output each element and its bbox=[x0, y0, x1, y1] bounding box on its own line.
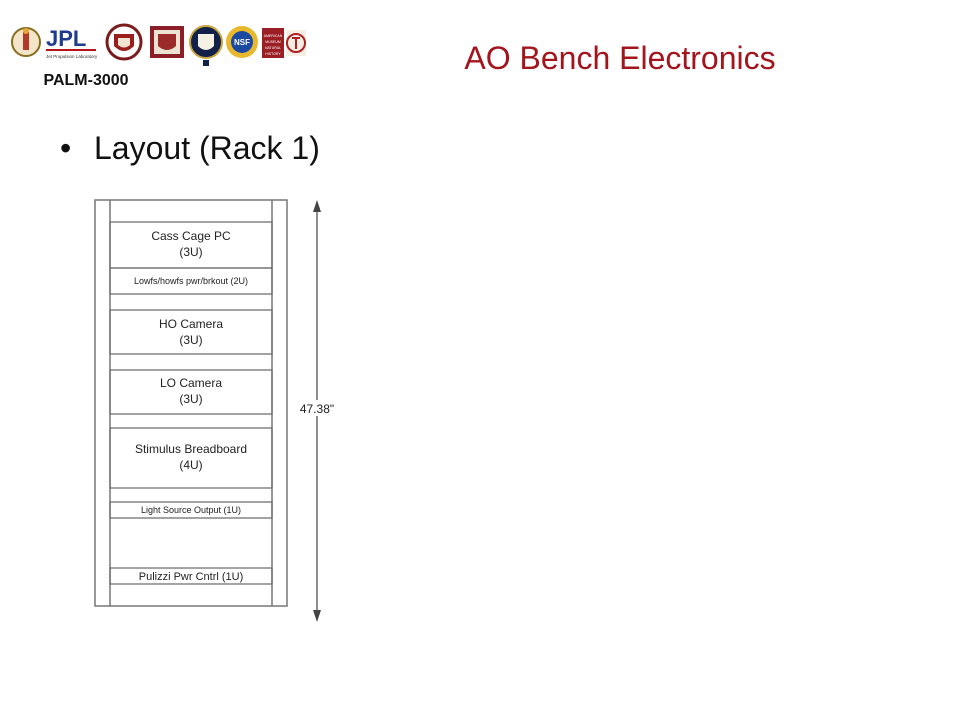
svg-text:MUSEUM: MUSEUM bbox=[265, 40, 281, 44]
slide-title: AO Bench Electronics bbox=[464, 40, 776, 76]
rack-height-label: 47.38" bbox=[300, 402, 334, 416]
unit-size: (4U) bbox=[179, 458, 202, 472]
unit-label: LO Camera bbox=[160, 376, 222, 390]
circle-logo-icon bbox=[286, 30, 306, 56]
seal-icon bbox=[150, 26, 184, 58]
amnh-logo: AMERICAN MUSEUM NATURAL HISTORY bbox=[262, 28, 284, 58]
bullet-item: • Layout (Rack 1) bbox=[60, 130, 320, 167]
bullet-icon: • bbox=[60, 130, 72, 166]
unit-size: (3U) bbox=[179, 392, 202, 406]
program-name: PALM-3000 bbox=[43, 72, 129, 89]
rack-unit-box bbox=[109, 267, 273, 295]
seal-icon bbox=[189, 25, 223, 66]
unit-label: Light Source Output (1U) bbox=[141, 505, 241, 515]
svg-text:NSF: NSF bbox=[234, 38, 250, 47]
logo-strip: JPL Jet Propulsion Laboratory NSF AMERIC… bbox=[11, 23, 306, 66]
jpl-logo: JPL Jet Propulsion Laboratory bbox=[46, 26, 98, 59]
unit-size: (3U) bbox=[179, 333, 202, 347]
svg-text:Jet Propulsion Laboratory: Jet Propulsion Laboratory bbox=[46, 54, 98, 59]
seal-icon bbox=[105, 23, 143, 61]
unit-label: Cass Cage PC bbox=[151, 229, 231, 243]
rack-unit-box bbox=[109, 369, 273, 415]
unit-label: HO Camera bbox=[159, 317, 223, 331]
unit-size: (3U) bbox=[179, 245, 202, 259]
svg-text:HISTORY: HISTORY bbox=[265, 52, 281, 56]
rack-unit-box bbox=[109, 567, 273, 585]
rack-unit-box bbox=[109, 309, 273, 355]
unit-label: Pulizzi Pwr Cntrl (1U) bbox=[139, 571, 244, 583]
bullet-text: Layout (Rack 1) bbox=[94, 130, 320, 166]
svg-text:JPL: JPL bbox=[46, 26, 86, 51]
rack-diagram: Cass Cage PC (3U) Lowfs/howfs pwr/brkout… bbox=[94, 199, 340, 622]
seal-icon bbox=[11, 27, 41, 57]
unit-label: Lowfs/howfs pwr/brkout (2U) bbox=[134, 276, 248, 286]
svg-text:NATURAL: NATURAL bbox=[265, 46, 281, 50]
nsf-logo: NSF bbox=[226, 26, 258, 58]
rack-unit-box bbox=[109, 427, 273, 489]
svg-text:AMERICAN: AMERICAN bbox=[264, 34, 283, 38]
rack-unit-box bbox=[109, 501, 273, 519]
unit-label: Stimulus Breadboard bbox=[135, 442, 247, 456]
